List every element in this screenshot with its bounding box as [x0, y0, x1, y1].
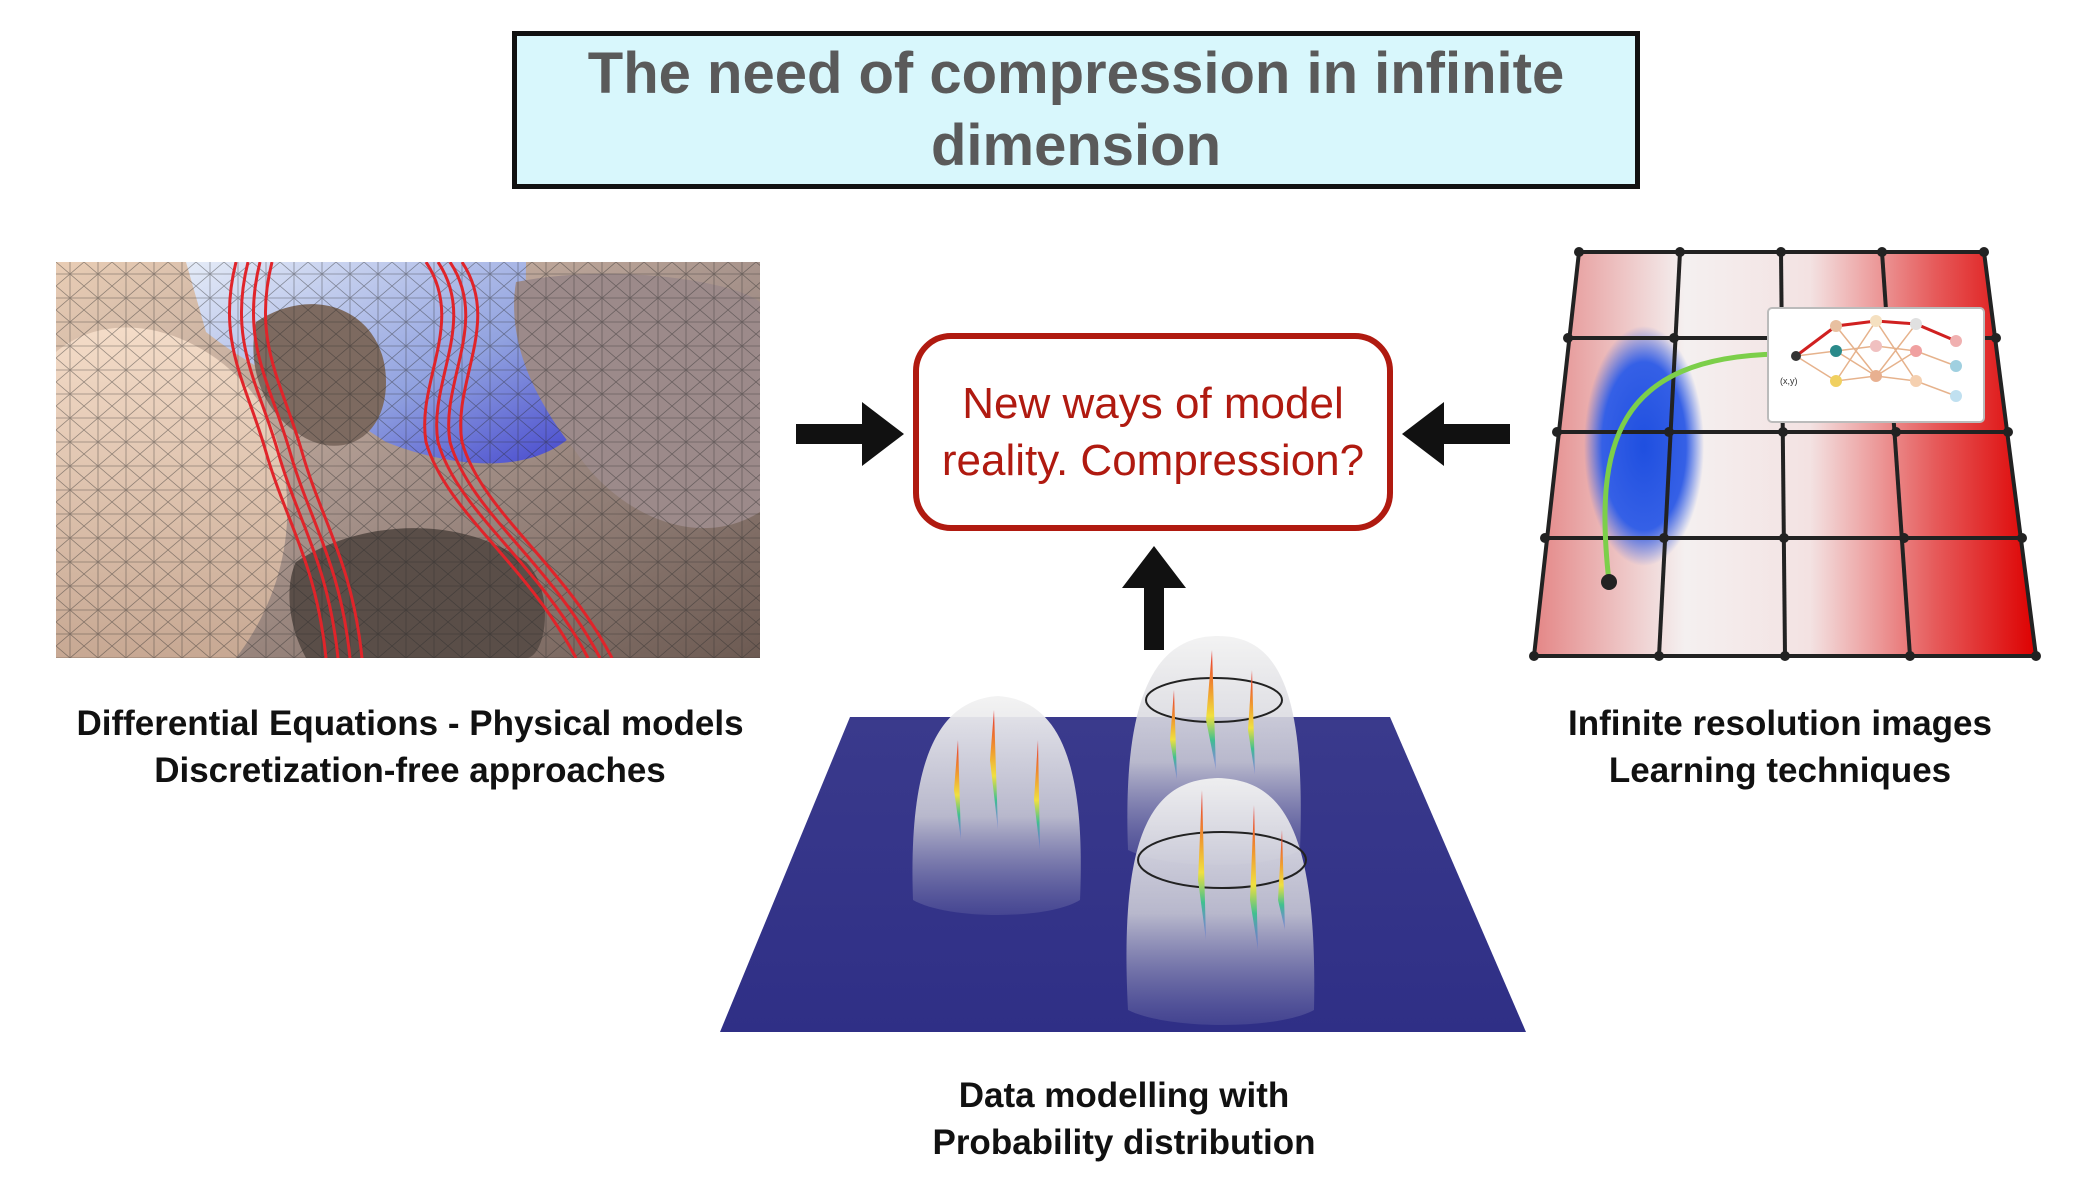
arrow-up-icon	[1122, 546, 1186, 650]
left-caption: Differential Equations - Physical models…	[0, 700, 820, 794]
arrow-left-icon	[1402, 402, 1510, 466]
page-title: The need of compression in infinite dime…	[587, 41, 1565, 178]
title-box: The need of compression in infinite dime…	[512, 31, 1640, 189]
bottom-caption-line1: Data modelling with	[958, 1076, 1290, 1115]
right-caption-line2: Learning techniques	[1608, 751, 1952, 790]
center-question-text: New ways of model reality. Compression?	[941, 379, 1365, 485]
physical-model-figure	[56, 262, 760, 658]
grid-image-illustration: (x,y)	[1529, 247, 2041, 661]
arrow-right-icon	[796, 402, 904, 466]
network-input-label: (x,y)	[1780, 376, 1798, 386]
physical-model-illustration	[56, 262, 760, 658]
center-question-box: New ways of model reality. Compression?	[913, 333, 1393, 531]
bottom-caption: Data modelling with Probability distribu…	[824, 1072, 1424, 1166]
distribution-illustration	[720, 636, 1526, 1032]
bottom-caption-line2: Probability distribution	[932, 1123, 1316, 1162]
left-caption-line1: Differential Equations - Physical models	[76, 704, 744, 743]
left-caption-line2: Discretization-free approaches	[154, 751, 666, 790]
infinite-resolution-figure: (x,y)	[1524, 246, 2044, 662]
probability-distribution-figure	[718, 630, 1530, 1036]
right-caption-line1: Infinite resolution images	[1568, 704, 1992, 743]
right-caption: Infinite resolution images Learning tech…	[1530, 700, 2030, 794]
